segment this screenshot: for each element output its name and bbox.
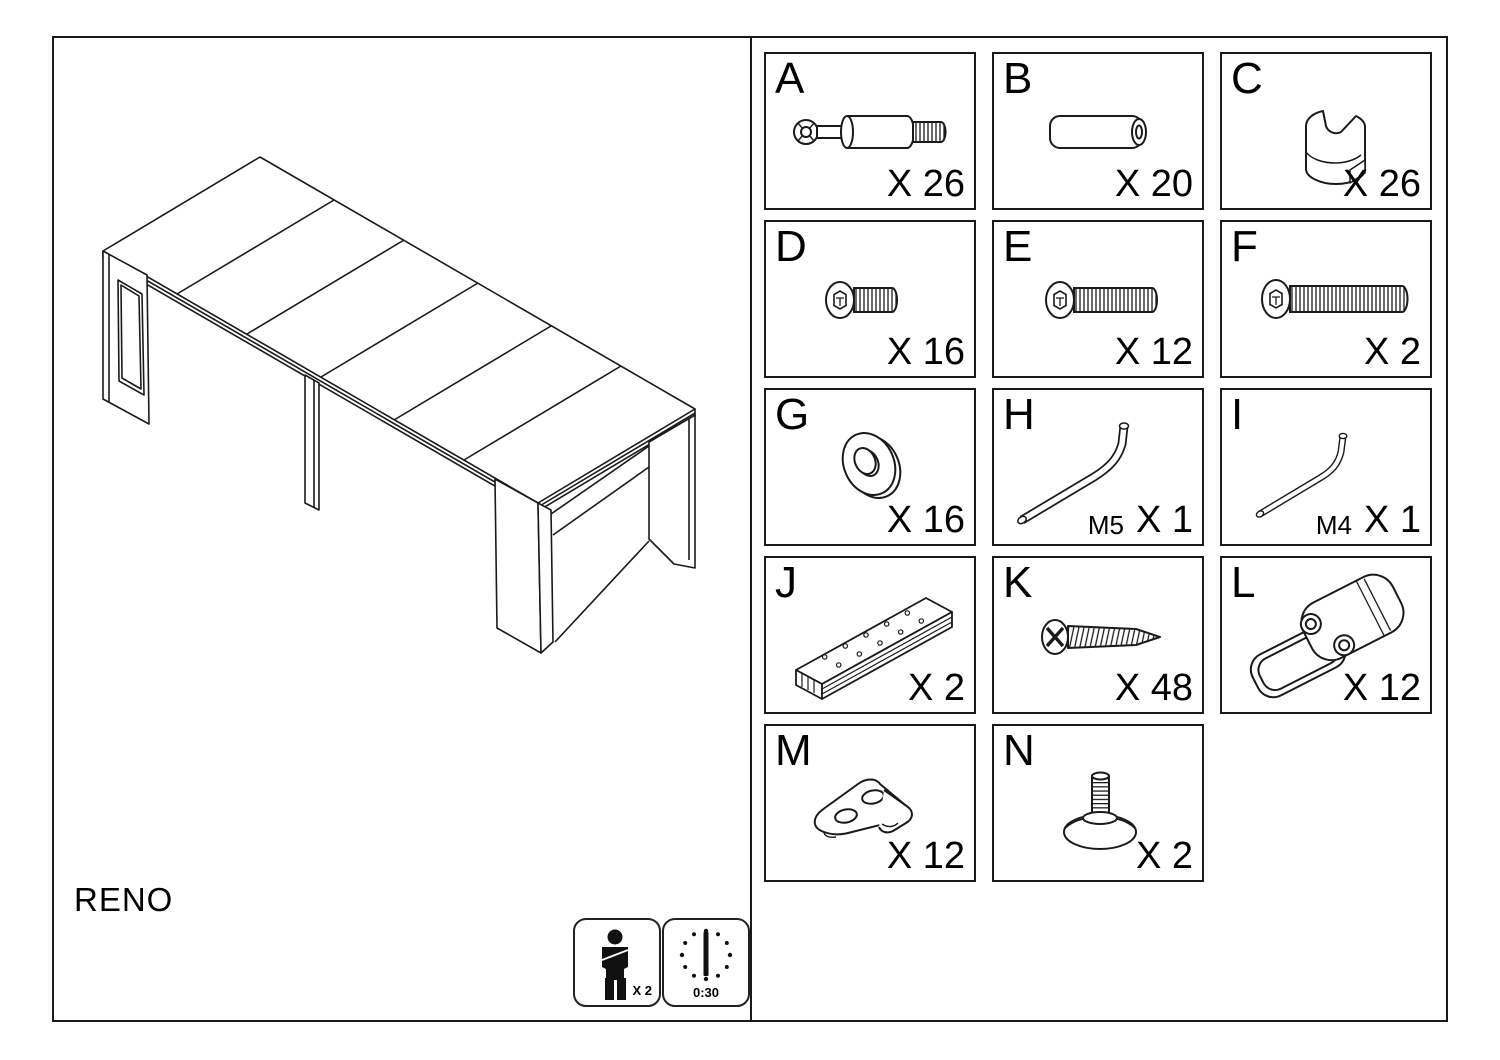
part-quantity: X 26 bbox=[886, 163, 965, 206]
assembly-info: X 2 0:30 bbox=[573, 918, 751, 1007]
person-icon bbox=[601, 929, 629, 1000]
part-box-a: A X 26 bbox=[764, 52, 976, 210]
part-box-i: I M4 X 1 bbox=[1220, 388, 1432, 546]
people-required-box: X 2 bbox=[573, 918, 661, 1007]
part-letter: C bbox=[1231, 54, 1263, 103]
part-box-c: C X 26 bbox=[1220, 52, 1432, 210]
part-quantity: X 2 bbox=[907, 667, 965, 710]
part-quantity: X 2 bbox=[1363, 331, 1421, 374]
part-letter: N bbox=[1003, 726, 1035, 775]
washer-icon bbox=[841, 432, 902, 499]
part-letter: H bbox=[1003, 390, 1035, 439]
assembly-time: 0:30 bbox=[692, 985, 720, 1000]
product-name: RENO bbox=[74, 881, 174, 918]
part-quantity: X 26 bbox=[1342, 163, 1421, 206]
part-box-k: K X 48 bbox=[992, 556, 1204, 714]
part-letter: A bbox=[775, 54, 805, 103]
allen-key-large-icon bbox=[1017, 422, 1130, 525]
part-size-label: M4 bbox=[1315, 510, 1352, 540]
part-box-h: H M5 X 1 bbox=[992, 388, 1204, 546]
short-hex-bolt-icon bbox=[825, 281, 898, 319]
cam-lock-icon bbox=[1305, 110, 1366, 185]
panel-divider bbox=[750, 38, 752, 1020]
part-letter: I bbox=[1231, 390, 1244, 439]
part-box-e: E X 12 bbox=[992, 220, 1204, 378]
medium-hex-bolt-icon bbox=[1045, 281, 1158, 319]
part-letter: E bbox=[1003, 222, 1033, 271]
extendable-console-table-isometric bbox=[102, 156, 696, 654]
part-letter: L bbox=[1231, 558, 1256, 607]
part-letter: K bbox=[1003, 558, 1033, 607]
part-box-j: J X 2 bbox=[764, 556, 976, 714]
part-quantity: X 20 bbox=[1114, 163, 1193, 206]
part-box-l: L X 12 bbox=[1220, 556, 1432, 714]
part-quantity: X 1 bbox=[1363, 499, 1421, 542]
assembly-time-box: 0:30 bbox=[662, 918, 750, 1007]
part-quantity: X 1 bbox=[1135, 499, 1193, 542]
wood-screw-icon bbox=[1041, 619, 1161, 655]
product-view-panel: RENO X 2 bbox=[54, 38, 750, 1020]
adjustable-foot-icon bbox=[1063, 771, 1137, 850]
cam-bolt-icon bbox=[793, 115, 947, 149]
part-box-b: B X 20 bbox=[992, 52, 1204, 210]
people-count: X 2 bbox=[632, 983, 652, 998]
long-hex-bolt-icon bbox=[1261, 279, 1409, 319]
part-quantity: X 12 bbox=[886, 835, 965, 878]
page-border: RENO X 2 bbox=[52, 36, 1448, 1022]
part-letter: D bbox=[775, 222, 807, 271]
part-quantity: X 12 bbox=[1114, 331, 1193, 374]
wooden-dowel-icon bbox=[1049, 115, 1147, 149]
part-quantity: X 2 bbox=[1135, 835, 1193, 878]
allen-key-small-icon bbox=[1255, 432, 1348, 518]
bracket-plate-icon bbox=[813, 778, 913, 838]
part-quantity: X 48 bbox=[1114, 667, 1193, 710]
part-letter: M bbox=[775, 726, 812, 775]
parts-list: A X 26 B X 20 bbox=[764, 52, 1432, 882]
part-quantity: X 16 bbox=[886, 331, 965, 374]
part-letter: J bbox=[775, 558, 797, 607]
part-box-d: D X 16 bbox=[764, 220, 976, 378]
part-letter: F bbox=[1231, 222, 1258, 271]
toggle-latch-icon bbox=[1249, 573, 1405, 699]
part-quantity: X 12 bbox=[1342, 667, 1421, 710]
slide-rail-icon bbox=[795, 597, 953, 700]
part-box-g: G X 16 bbox=[764, 388, 976, 546]
part-quantity: X 16 bbox=[886, 499, 965, 542]
part-letter: G bbox=[775, 390, 810, 439]
part-size-label: M5 bbox=[1087, 510, 1124, 540]
part-box-f: F X 2 bbox=[1220, 220, 1432, 378]
part-box-m: M X 12 bbox=[764, 724, 976, 882]
part-box-n: N X 2 bbox=[992, 724, 1204, 882]
part-letter: B bbox=[1003, 54, 1033, 103]
clock-icon bbox=[679, 928, 733, 982]
